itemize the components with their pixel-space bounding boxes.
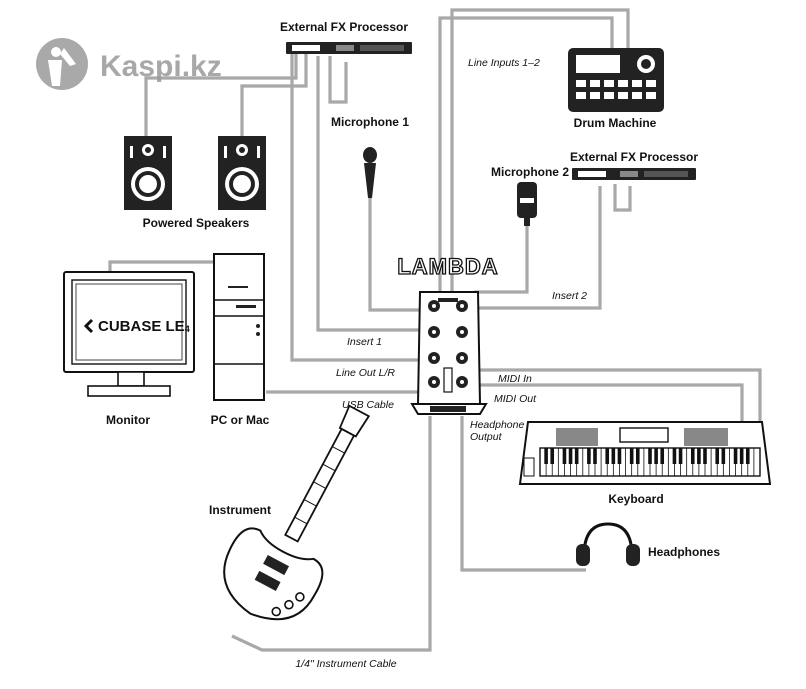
cable-midi-out [474,383,744,424]
cable-line-out [290,52,422,362]
black-key [672,448,677,464]
cubase-sub: 4 [185,324,190,334]
drum-machine-label: Drum Machine [574,116,657,130]
monitor [63,271,195,397]
cable-fx-top-speaker-right [240,52,308,138]
black-key [703,448,707,464]
black-key [678,448,683,464]
black-key [593,448,597,464]
black-key [721,448,726,464]
black-key [544,448,548,464]
black-key [617,448,622,464]
cable-instrument [231,416,432,652]
headphones-label: Headphones [648,545,720,559]
speaker-right [218,136,266,210]
cable-insert2 [474,186,602,310]
cable-microphone1 [368,198,422,312]
black-key [550,448,555,464]
cable-drum-line-input-2 [450,8,630,300]
headphone-output-label-1: Headphone [470,419,524,431]
black-key [739,448,744,464]
cable-microphone2 [474,224,529,294]
black-key [562,448,567,464]
microphone1 [363,147,377,198]
electric-guitar [223,404,371,621]
black-key [745,448,750,464]
keyboard-label: Keyboard [608,492,663,506]
insert2-label: Insert 2 [552,290,587,302]
black-key [568,448,573,464]
midi-out-label: MIDI Out [494,393,537,405]
cable-drum-line-input-1 [438,16,614,300]
headphones [576,522,640,566]
black-key [635,448,640,464]
instrument-label: Instrument [209,503,271,517]
black-key [660,448,665,464]
line-inputs-label: Line Inputs 1–2 [468,57,540,69]
speaker-left [124,136,172,210]
cable-midi-in [474,368,762,424]
instrument-cable-label: 1/4" Instrument Cable [295,658,396,670]
lambda-interface [410,291,488,415]
fx-processor-top [286,42,412,54]
cable-insert1-send [316,56,422,332]
pc-tower [213,253,265,401]
watermark-text: Kaspi.kz [100,50,222,83]
powered-speakers-label: Powered Speakers [143,216,250,230]
microphone1-label: Microphone 1 [331,115,409,129]
black-key [697,448,701,464]
insert1-label: Insert 1 [347,336,382,348]
cable-insert2-return [613,184,632,212]
monitor-label: Monitor [106,413,150,427]
fx-right-label: External FX Processor [570,150,698,164]
black-key [715,448,720,464]
fx-top-label: External FX Processor [280,20,408,34]
pc-label: PC or Mac [211,413,270,427]
cable-fx-top-speaker-left [144,52,298,138]
kaspi-logo-icon [36,38,88,90]
cables [108,8,762,652]
black-key [574,448,579,464]
kaspi-watermark: Kaspi.kz [36,38,222,90]
cable-headphones [460,416,586,572]
cable-monitor-pc [108,260,214,274]
cable-insert1-return [328,56,348,104]
keyboard [518,421,772,485]
black-key [648,448,652,464]
black-key [733,448,738,464]
microphone2-label: Microphone 2 [491,165,569,179]
fx-processor-right [572,168,696,180]
black-key [587,448,591,464]
black-key [629,448,634,464]
cubase-logo: CUBASE LE4 [98,318,190,335]
black-key [654,448,658,464]
lambda-logo: LAMBDA [397,254,498,279]
cubase-text: CUBASE LE [98,318,185,335]
line-out-label: Line Out L/R [336,367,395,379]
black-key [611,448,616,464]
microphone2 [517,182,537,226]
headphone-output-label-2: Output [470,431,503,443]
black-key [605,448,610,464]
drum-machine [568,48,664,112]
midi-in-label: MIDI In [498,373,532,385]
black-key [690,448,695,464]
keyboard-black-keys [544,448,755,476]
